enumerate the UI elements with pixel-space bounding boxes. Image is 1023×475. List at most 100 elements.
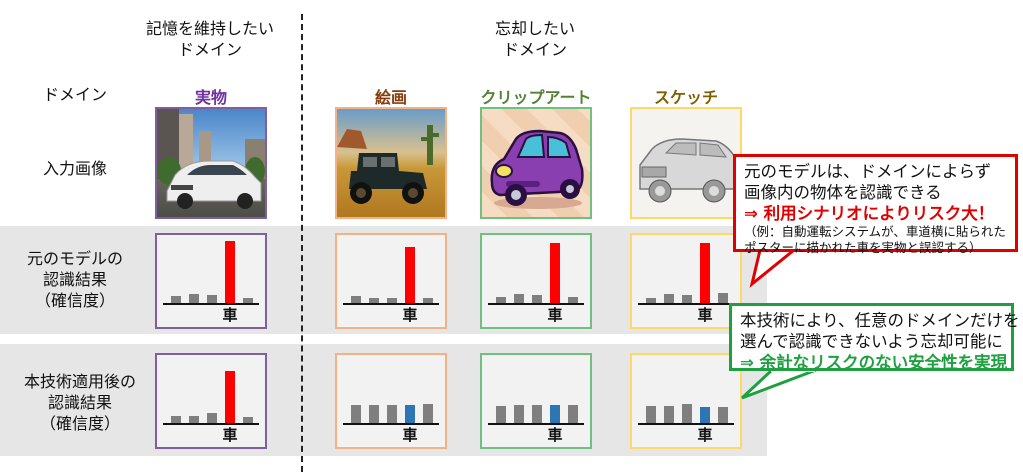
risk-callout-emphasis: ⇒ 利用シナリオによりリスク大！ <box>744 204 995 223</box>
label-line: （確信度） <box>34 291 115 310</box>
label-line: 認識結果 <box>42 270 107 289</box>
solution-callout-emphasis: ⇒ 余計なリスクのない安全性を実現 <box>740 353 1008 372</box>
chart-axis <box>638 303 734 305</box>
chart-label-car: 車 <box>222 306 238 324</box>
risk-callout-line: 元のモデルは、ドメインによらず <box>744 162 992 181</box>
chart-bar-car <box>700 243 710 303</box>
chart-axis <box>163 303 259 305</box>
sedan-photo-icon <box>157 109 265 209</box>
solution-callout-tail <box>740 368 817 400</box>
solution-callout: 本技術により、任意のドメインだけを 選んで認識できないよう忘却可能に ⇒ 余計な… <box>729 303 1020 372</box>
forget-domain-header: 忘却したい ドメイン <box>455 18 615 60</box>
image-real-sedan <box>155 107 267 219</box>
chart-bar <box>568 405 578 423</box>
chart-bar <box>189 294 199 303</box>
header-line: ドメイン <box>502 40 567 59</box>
chart-label-car: 車 <box>547 426 563 444</box>
image-painting-vintage-car <box>335 107 447 219</box>
chart-bar-car <box>405 247 415 303</box>
chart-bar <box>369 405 379 423</box>
chart-bar <box>387 298 397 303</box>
chart-bar <box>664 406 674 423</box>
chart-bar-car <box>550 243 560 303</box>
chart-bar <box>351 296 361 303</box>
chart-bar <box>207 295 217 303</box>
domain-label-painting: 絵画 <box>374 88 407 107</box>
chart-bar <box>243 417 253 423</box>
chart-bar <box>496 297 506 303</box>
chart-after-sketch: 車 <box>630 353 742 449</box>
chart-original-clipart: 車 <box>480 233 592 329</box>
chart-bar <box>682 404 692 423</box>
chart-after-painting: 車 <box>335 353 447 449</box>
chart-bar <box>171 296 181 303</box>
chart-bar <box>171 416 181 423</box>
chart-bar <box>664 294 674 303</box>
row-label-domain: ドメイン <box>42 85 107 104</box>
risk-callout-note: （例：自動運転システムが、車道横に貼られた <box>744 224 1006 239</box>
chart-bar <box>387 405 397 423</box>
chart-bar <box>189 416 199 423</box>
chart-bar <box>646 406 656 423</box>
header-line: ドメイン <box>177 40 242 59</box>
chart-bar <box>423 404 433 423</box>
chart-bar-car <box>225 241 235 303</box>
chart-bar-car <box>700 407 710 423</box>
chart-bar <box>514 405 524 423</box>
risk-callout: 元のモデルは、ドメインによらず 画像内の物体を認識できる ⇒ 利用シナリオにより… <box>733 154 1018 255</box>
risk-callout-note: ポスターに描かれた車を実物と誤認する） <box>744 240 982 255</box>
chart-original-real: 車 <box>155 233 267 329</box>
label-line: 元のモデルの <box>26 249 123 268</box>
chart-label-car: 車 <box>402 306 418 324</box>
chart-label-car: 車 <box>547 306 563 324</box>
chart-axis <box>163 423 259 425</box>
chart-bar <box>682 295 692 303</box>
header-line: 忘却したい <box>494 19 575 38</box>
retain-domain-header: 記憶を維持したい ドメイン <box>130 18 290 60</box>
chart-axis <box>343 303 439 305</box>
chart-original-sketch: 車 <box>630 233 742 329</box>
row-label-after-result: 本技術適用後の 認識結果 （確信度） <box>10 371 150 434</box>
domain-divider-dashed-line <box>301 14 303 472</box>
clipart-car-icon <box>490 129 584 209</box>
chart-bar <box>718 407 728 423</box>
chart-bar <box>496 406 506 423</box>
solution-callout-line: 選んで認識できないよう忘却可能に <box>740 332 1003 351</box>
domain-label-real: 実物 <box>194 88 227 107</box>
chart-label-car: 車 <box>402 426 418 444</box>
chart-bar <box>532 405 542 423</box>
chart-axis <box>488 303 584 305</box>
label-line: 本技術適用後の <box>23 372 136 391</box>
chart-bar <box>351 405 361 423</box>
chart-axis <box>343 423 439 425</box>
label-line: 認識結果 <box>47 393 112 412</box>
chart-bar <box>532 295 542 303</box>
image-clipart-purple-car <box>480 107 592 219</box>
chart-original-painting: 車 <box>335 233 447 329</box>
chart-bar-car <box>550 405 560 423</box>
header-line: 記憶を維持したい <box>145 19 274 38</box>
chart-bar-car <box>405 405 415 423</box>
chart-bar <box>514 294 524 303</box>
chart-bar <box>243 298 253 303</box>
chart-bar <box>646 298 656 303</box>
chart-after-clipart: 車 <box>480 353 592 449</box>
chart-axis <box>638 423 734 425</box>
chart-axis <box>488 423 584 425</box>
chart-bar <box>718 293 728 303</box>
chart-bar <box>423 298 433 303</box>
vintage-car-painting-icon <box>337 125 439 204</box>
chart-bar-car <box>225 371 235 423</box>
label-line: （確信度） <box>39 414 120 433</box>
solution-callout-line: 本技術により、任意のドメインだけを <box>740 311 1020 330</box>
image-sketch-suv <box>630 107 742 219</box>
chart-bar <box>369 298 379 303</box>
sketch-suv-icon <box>639 138 737 203</box>
chart-label-car: 車 <box>222 426 238 444</box>
row-label-input-image: 入力画像 <box>42 159 107 178</box>
chart-bar <box>207 413 217 423</box>
chart-after-real: 車 <box>155 353 267 449</box>
domain-label-clipart: クリップアート <box>480 88 592 107</box>
domain-label-sketch: スケッチ <box>653 88 718 107</box>
chart-bar <box>568 297 578 303</box>
